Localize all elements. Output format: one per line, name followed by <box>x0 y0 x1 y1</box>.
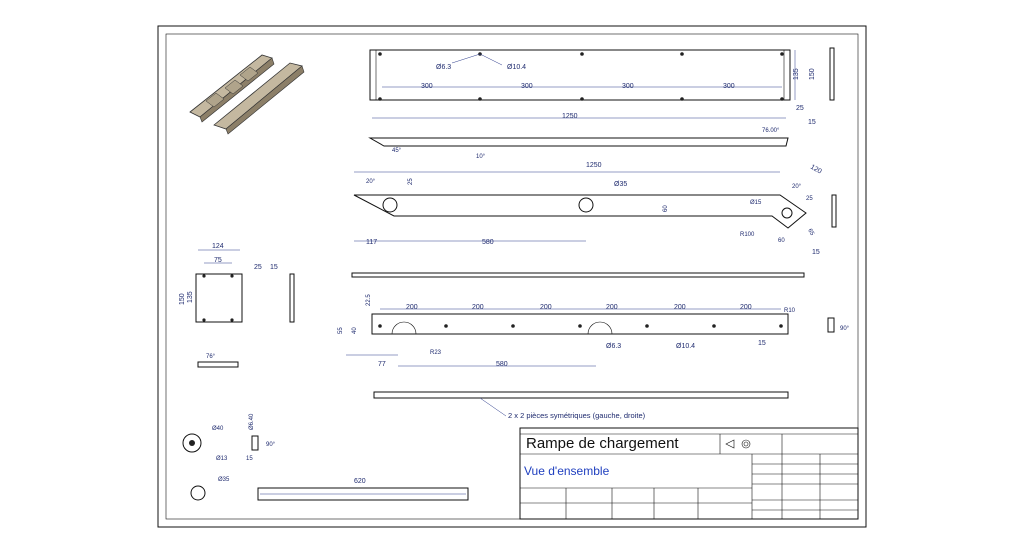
dim-bar-angle-right: 76.00° <box>762 128 780 134</box>
dim-top-spacing-2: 300 <box>521 83 533 90</box>
dim-small-135: 135 <box>187 291 194 303</box>
dim-round-d: Ø35 <box>218 477 230 483</box>
dim-side-angle-right: 20° <box>792 184 802 190</box>
dim-washer-d40: Ø40 <box>212 426 224 432</box>
dim-small-75: 75 <box>214 257 222 264</box>
dim-small-25: 25 <box>254 264 262 271</box>
dim-washer-angle: 90° <box>266 442 276 448</box>
dim-lower-spacing-5: 200 <box>674 304 686 311</box>
dim-bar-length: 1250 <box>562 113 578 120</box>
symmetry-note: 2 x 2 pièces symétriques (gauche, droite… <box>508 411 646 420</box>
dim-side-hole: Ø35 <box>614 181 627 188</box>
dim-side-60: 60 <box>663 205 669 212</box>
dim-lower-40: 40 <box>352 327 358 334</box>
dim-side-25: 25 <box>408 178 414 185</box>
projection-symbol-icon <box>725 439 735 449</box>
dim-lower-55: 55 <box>338 327 344 334</box>
dim-washer-15: 15 <box>246 456 253 462</box>
dim-top-15: 15 <box>808 119 816 126</box>
top-plate-view: 300 300 300 300 Ø6.3 Ø10.4 135 150 25 15 <box>369 47 835 126</box>
rod-view: 620 <box>257 478 469 501</box>
dim-washer-d13: Ø13 <box>216 456 228 462</box>
bottom-strip-view <box>373 391 789 399</box>
dim-side-d15: Ø15 <box>750 200 762 206</box>
dim-top-spacing-3: 300 <box>622 83 634 90</box>
dim-lower-spacing-2: 200 <box>472 304 484 311</box>
dim-top-hole-large: Ø10.4 <box>507 64 526 71</box>
dim-lower-spacing-1: 200 <box>406 304 418 311</box>
side-bar-view: 1250 45° 10° 76.00° <box>368 113 789 160</box>
dim-bar-angle-mid: 10° <box>476 154 486 160</box>
dim-side-25r: 25 <box>806 196 813 202</box>
dim-side-r100: R100 <box>740 232 755 238</box>
dim-top-135: 135 <box>793 68 800 80</box>
dim-lower-22: 22.5 <box>366 294 372 306</box>
dim-side-120: 120 <box>809 164 823 176</box>
dim-side-angle-left: 20° <box>366 179 376 185</box>
dim-lower-580: 580 <box>496 361 508 368</box>
title-block: Rampe de chargement Vue d'ensemble <box>519 427 859 520</box>
outer-frame <box>157 25 867 528</box>
dim-lower-r10: R10 <box>784 308 796 314</box>
dim-side-t15: 15 <box>812 249 820 256</box>
dim-side-length: 1250 <box>586 162 602 169</box>
round-part-view: Ø35 <box>190 477 230 501</box>
dim-lower-r23: R23 <box>430 350 442 356</box>
dim-lower-hole-large: Ø10.4 <box>676 343 695 350</box>
small-angle-part: 76° <box>197 354 239 368</box>
dim-top-spacing-1: 300 <box>421 83 433 90</box>
isometric-ramp-view <box>189 54 305 135</box>
dim-lower-77: 77 <box>378 361 386 368</box>
drawing-title: Rampe de chargement <box>526 435 679 452</box>
dim-side-580: 580 <box>482 239 494 246</box>
dim-top-hole-small: Ø6.3 <box>436 64 451 71</box>
dim-lower-angle: 90° <box>840 326 850 332</box>
dim-lower-t15: 15 <box>758 340 766 347</box>
dim-small-15: 15 <box>270 264 278 271</box>
long-strip-view <box>351 272 805 278</box>
dim-washer-d640: Ø6.40 <box>249 413 255 430</box>
dim-small-angle: 76° <box>206 354 216 360</box>
dim-side-117: 117 <box>366 239 377 246</box>
dim-lower-spacing-4: 200 <box>606 304 618 311</box>
dim-lower-spacing-6: 200 <box>740 304 752 311</box>
dim-small-124: 124 <box>212 243 224 250</box>
dim-top-25: 25 <box>796 105 804 112</box>
washer-view: Ø40 Ø13 Ø6.40 15 90° <box>182 413 276 462</box>
dim-bar-angle-left: 45° <box>392 148 402 154</box>
inner-frame <box>165 33 859 520</box>
dim-top-150: 150 <box>809 68 816 80</box>
dim-lower-spacing-3: 200 <box>540 304 552 311</box>
dim-top-spacing-4: 300 <box>723 83 735 90</box>
small-plate-view: 124 75 25 150 135 15 <box>179 243 295 323</box>
dim-small-150: 150 <box>179 293 186 305</box>
dim-lower-hole-small: Ø6.3 <box>606 343 621 350</box>
side-plate-view: 1250 20° 25 Ø35 60 117 580 120 20° 25 Ø1… <box>353 162 837 256</box>
lower-bar-view: 200 200 200 200 200 200 22.5 40 55 77 R2… <box>338 294 850 368</box>
dim-side-60r: 60 <box>778 238 785 244</box>
dim-rod-length: 620 <box>354 478 366 485</box>
drawing-subtitle: Vue d'ensemble <box>524 464 610 478</box>
dim-side-65: 65 <box>806 228 815 237</box>
